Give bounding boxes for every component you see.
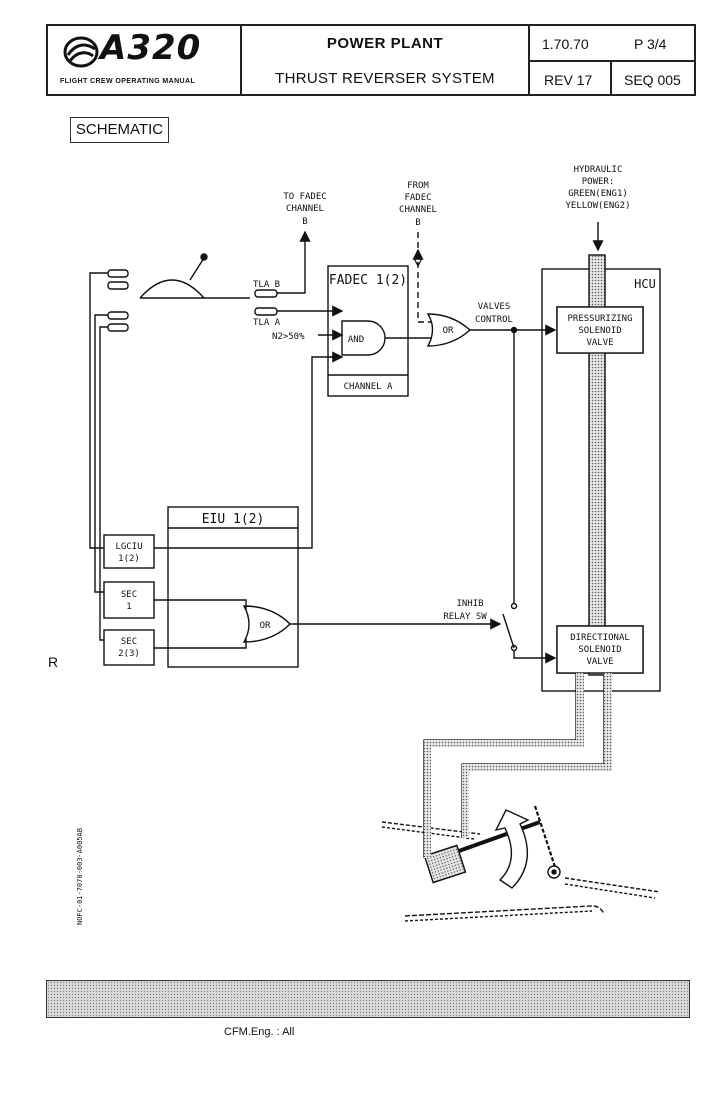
- revision: REV 17: [544, 72, 593, 88]
- page-header: A320 FLIGHT CREW OPERATING MANUAL POWER …: [46, 24, 696, 96]
- page-ref: 1.70.70: [542, 36, 589, 52]
- lgciu-label-1: LGCIU: [115, 542, 142, 552]
- sec23-label-2: 2(3): [118, 649, 140, 659]
- directional-valve-label-2: SOLENOID: [578, 645, 621, 655]
- eiu-title: EIU 1(2): [202, 512, 265, 527]
- from-fadec-label-3: CHANNEL: [399, 205, 437, 215]
- airbus-logo-icon: [63, 36, 99, 68]
- and-gate-label: AND: [348, 335, 364, 345]
- sequence: SEQ 005: [624, 72, 681, 88]
- margin-revision-mark: R: [48, 654, 58, 670]
- hydraulic-label-3: GREEN(ENG1): [568, 189, 628, 199]
- lgciu-label-2: 1(2): [118, 554, 140, 564]
- side-reference-code: NOFC-01-7070-003-A005AB: [76, 828, 84, 925]
- or-gate-eiu-label: OR: [260, 621, 271, 631]
- valves-control-label-2: CONTROL: [475, 315, 513, 325]
- or-gate-label: OR: [443, 326, 454, 336]
- footer-bar: [46, 980, 690, 1018]
- pressurizing-valve-label-2: SOLENOID: [578, 326, 621, 336]
- thrust-lever-quadrant: [107, 253, 250, 332]
- from-fadec-label-4: B: [415, 218, 420, 228]
- valves-control-label-1: VALVES: [478, 302, 511, 312]
- tla-a-contact: [254, 307, 278, 316]
- sec23-label-1: SEC: [121, 637, 137, 647]
- logo-subtitle: FLIGHT CREW OPERATING MANUAL: [60, 78, 196, 85]
- hydraulic-label-1: HYDRAULIC: [574, 165, 623, 175]
- to-fadec-label-1: TO FADEC: [283, 192, 326, 202]
- tla-b-label: TLA B: [253, 280, 280, 290]
- footer-text: CFM.Eng. : All: [224, 1026, 295, 1038]
- logo-text: A320: [100, 28, 202, 68]
- to-fadec-label-3: B: [302, 217, 307, 227]
- and-gate: [341, 320, 386, 356]
- sec1-box: [103, 581, 155, 619]
- or-gate-valves: [426, 313, 472, 347]
- section-title: THRUST REVERSER SYSTEM: [275, 70, 495, 87]
- schematic-label: SCHEMATIC: [70, 117, 169, 143]
- lgciu-box: [103, 534, 155, 569]
- hydraulic-pipe: [588, 254, 606, 676]
- title-cell: POWER PLANT THRUST REVERSER SYSTEM: [242, 26, 530, 94]
- chapter-title: POWER PLANT: [326, 35, 444, 52]
- sec1-label-1: SEC: [121, 590, 137, 600]
- channel-a-label: CHANNEL A: [344, 382, 393, 392]
- from-fadec-label-1: FROM: [407, 181, 429, 191]
- pressurizing-valve-label-1: PRESSURIZING: [567, 314, 632, 324]
- inhib-label-2: RELAY SW: [443, 612, 487, 622]
- n2-label: N2>50%: [272, 332, 305, 342]
- from-fadec-label-2: FADEC: [404, 193, 431, 203]
- eiu-box: [167, 506, 299, 668]
- reverser-cowl-illustration: [381, 805, 661, 922]
- inhib-label-1: INHIB: [456, 599, 483, 609]
- pressurizing-valve-label-3: VALVE: [586, 338, 613, 348]
- hydraulic-label-2: POWER:: [582, 177, 615, 187]
- tla-a-label: TLA A: [253, 318, 281, 328]
- or-gate-eiu: [242, 605, 291, 643]
- sec23-box: [103, 629, 155, 666]
- fadec-box: [327, 265, 409, 397]
- sec1-label-2: 1: [126, 602, 131, 612]
- fadec-title: FADEC 1(2): [329, 273, 407, 288]
- page-number: P 3/4: [634, 36, 667, 52]
- tla-b-contact: [254, 289, 278, 298]
- to-fadec-label-2: CHANNEL: [286, 204, 324, 214]
- directional-valve-label-3: VALVE: [586, 657, 613, 667]
- hcu-label: HCU: [634, 277, 656, 291]
- directional-valve-label-1: DIRECTIONAL: [570, 633, 630, 643]
- hydraulic-label-4: YELLOW(ENG2): [565, 201, 630, 211]
- logo-cell: A320 FLIGHT CREW OPERATING MANUAL: [48, 26, 242, 94]
- ref-cell: 1.70.70 P 3/4 REV 17 SEQ 005: [530, 26, 694, 96]
